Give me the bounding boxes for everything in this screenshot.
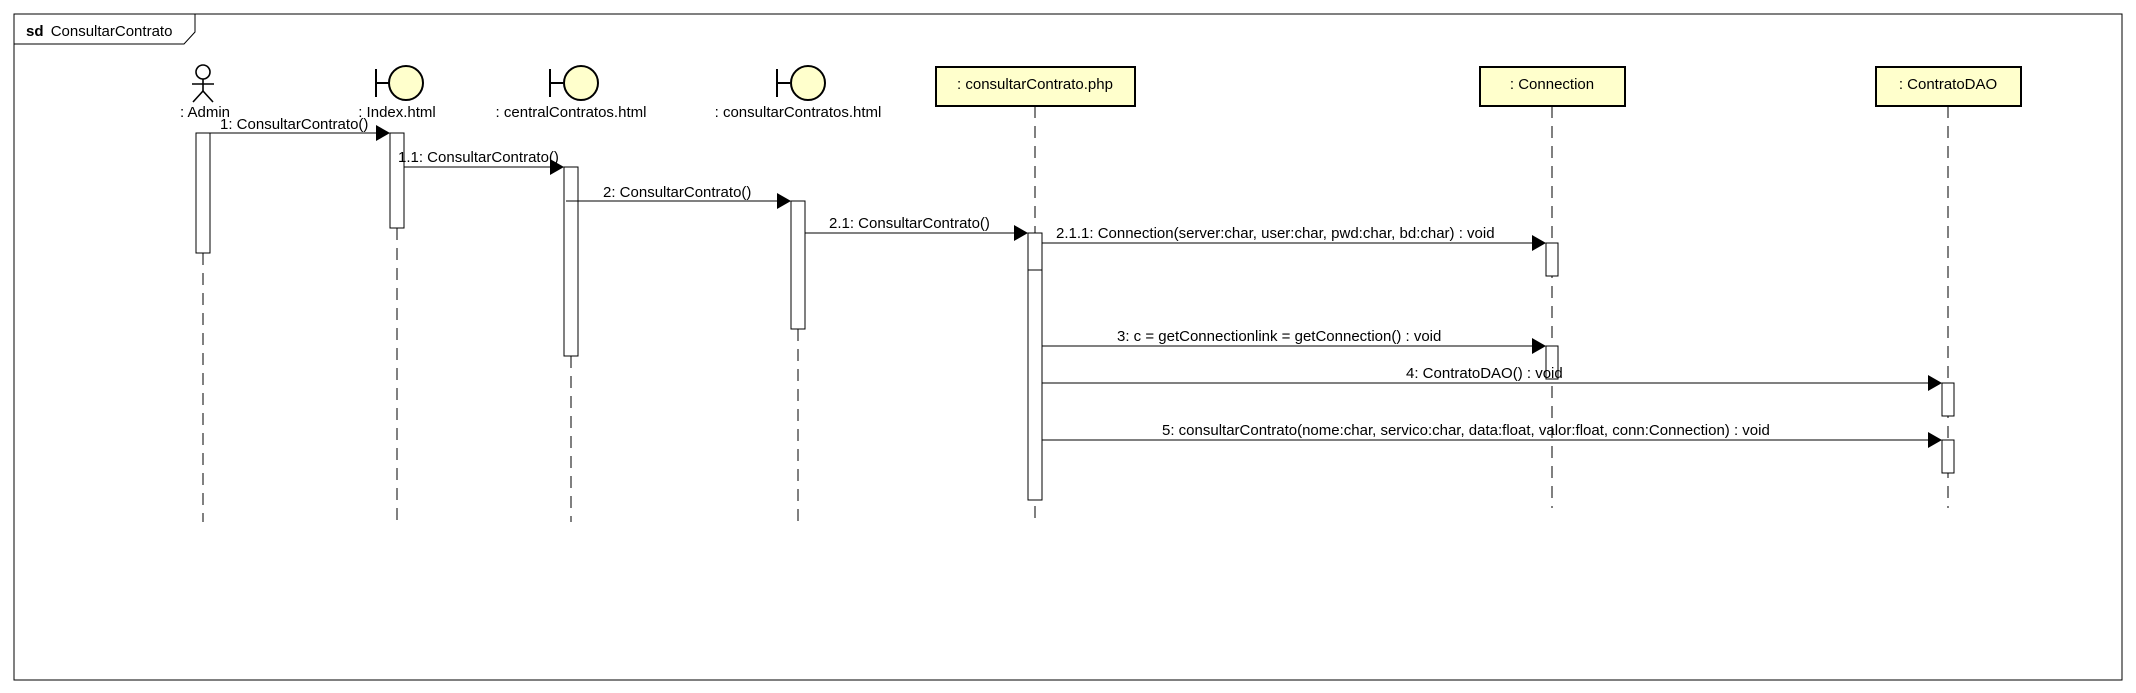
- frame-title: ConsultarContrato: [51, 23, 173, 40]
- activation-connection-2: [1545, 345, 1559, 380]
- message-3[interactable]: 3: c = getConnectionlink = getConnection…: [1042, 328, 1546, 354]
- frame-border: [13, 13, 2123, 681]
- svg-text:sd ConsultarContrato: sd ConsultarContrato: [26, 23, 172, 40]
- message-2-arrowhead: [777, 193, 791, 209]
- lifeline-php-box: [935, 66, 1136, 107]
- lifeline-dao[interactable]: : ContratoDAO: [1875, 66, 2022, 508]
- activation-connection-1: [1545, 242, 1559, 277]
- lifeline-index[interactable]: : Index.html: [358, 65, 436, 522]
- activation-admin: [195, 132, 211, 254]
- message-1-1-label: 1.1: ConsultarContrato(): [398, 149, 559, 166]
- message-1-1-arrowhead: [550, 159, 564, 175]
- lifeline-php-label: : consultarContrato.php: [957, 76, 1113, 93]
- message-2[interactable]: 2: ConsultarContrato(): [566, 184, 791, 209]
- message-5-arrowhead: [1928, 432, 1942, 448]
- message-5[interactable]: 5: consultarContrato(nome:char, servico:…: [1042, 422, 1942, 448]
- message-4[interactable]: 4: ContratoDAO() : void: [1042, 365, 1942, 391]
- lifeline-index-label: : Index.html: [358, 104, 436, 121]
- frame-tab: [14, 13, 196, 45]
- boundary-icon: [776, 65, 826, 101]
- lifeline-php[interactable]: : consultarContrato.php: [935, 66, 1136, 522]
- message-2-1[interactable]: 2.1: ConsultarContrato(): [805, 215, 1028, 241]
- lifeline-central[interactable]: : centralContratos.html: [496, 65, 647, 522]
- message-2-1-1-arrowhead: [1532, 235, 1546, 251]
- lifeline-dao-label: : ContratoDAO: [1899, 76, 1997, 93]
- frame: sd ConsultarContrato: [13, 13, 2123, 681]
- lifeline-connection-box: [1479, 66, 1626, 107]
- boundary-icon: [375, 65, 424, 101]
- activation-dao-2: [1941, 439, 1955, 474]
- activation-index: [389, 132, 405, 229]
- lifeline-admin[interactable]: : Admin: [180, 64, 230, 522]
- message-1-label: 1: ConsultarContrato(): [220, 116, 368, 133]
- message-2-1-label: 2.1: ConsultarContrato(): [829, 215, 990, 232]
- lifeline-dao-box: [1875, 66, 2022, 107]
- message-1[interactable]: 1: ConsultarContrato(): [210, 116, 390, 141]
- message-3-label: 3: c = getConnectionlink = getConnection…: [1117, 328, 1441, 345]
- lifeline-connection[interactable]: : Connection: [1479, 66, 1626, 508]
- message-2-1-arrowhead: [1014, 225, 1028, 241]
- message-4-arrowhead: [1928, 375, 1942, 391]
- lifeline-consultar-html-label: : consultarContratos.html: [715, 104, 882, 121]
- activation-php-nested: [1027, 232, 1043, 271]
- activation-central: [563, 166, 579, 357]
- message-3-arrowhead: [1532, 338, 1546, 354]
- message-1-arrowhead: [376, 125, 390, 141]
- boundary-icon: [549, 65, 599, 101]
- activation-php: [1027, 232, 1043, 501]
- message-2-1-1[interactable]: 2.1.1: Connection(server:char, user:char…: [1042, 225, 1546, 251]
- lifeline-consultar-html[interactable]: : consultarContratos.html: [715, 65, 882, 522]
- message-2-1-1-label: 2.1.1: Connection(server:char, user:char…: [1056, 225, 1495, 242]
- lifeline-central-label: : centralContratos.html: [496, 104, 647, 121]
- activation-consultar-html: [790, 200, 806, 330]
- message-5-label: 5: consultarContrato(nome:char, servico:…: [1162, 422, 1770, 439]
- lifeline-connection-label: : Connection: [1510, 76, 1594, 93]
- actor-icon: [192, 64, 214, 103]
- lifeline-admin-label: : Admin: [180, 104, 230, 121]
- message-2-label: 2: ConsultarContrato(): [603, 184, 751, 201]
- activation-dao-1: [1941, 382, 1955, 417]
- message-4-label: 4: ContratoDAO() : void: [1406, 365, 1563, 382]
- frame-keyword: sd: [26, 23, 44, 40]
- message-1-1[interactable]: 1.1: ConsultarContrato(): [398, 149, 564, 175]
